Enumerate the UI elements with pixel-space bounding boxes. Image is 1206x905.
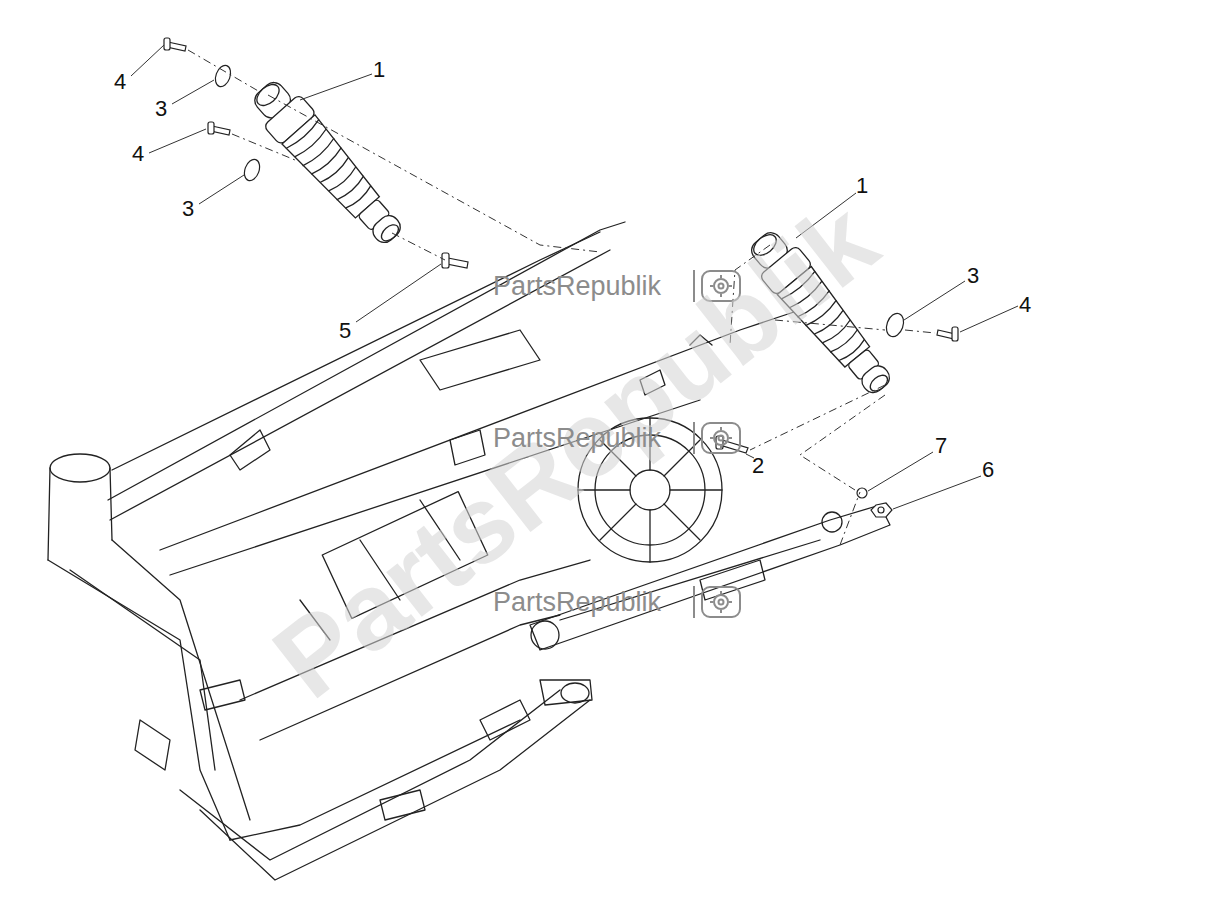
callout-number: 1 <box>856 175 868 197</box>
callout-number: 2 <box>752 455 764 477</box>
leader-line <box>131 45 1018 509</box>
callout-number: 4 <box>114 71 126 93</box>
callout-number: 3 <box>155 98 167 120</box>
watermark: PartsRepublik <box>493 425 661 452</box>
watermark: PartsRepublik <box>493 273 661 300</box>
callout-number: 6 <box>982 459 994 481</box>
callout-number: 3 <box>182 198 194 220</box>
shock-absorber <box>245 73 412 253</box>
callout-number: 4 <box>132 143 144 165</box>
callout-number: 3 <box>967 265 979 287</box>
callout-number: 4 <box>1019 294 1031 316</box>
callout-number: 5 <box>339 320 351 342</box>
callout-number: 7 <box>935 435 947 457</box>
watermark: PartsRepublik <box>493 589 661 616</box>
callout-number: 1 <box>373 59 385 81</box>
